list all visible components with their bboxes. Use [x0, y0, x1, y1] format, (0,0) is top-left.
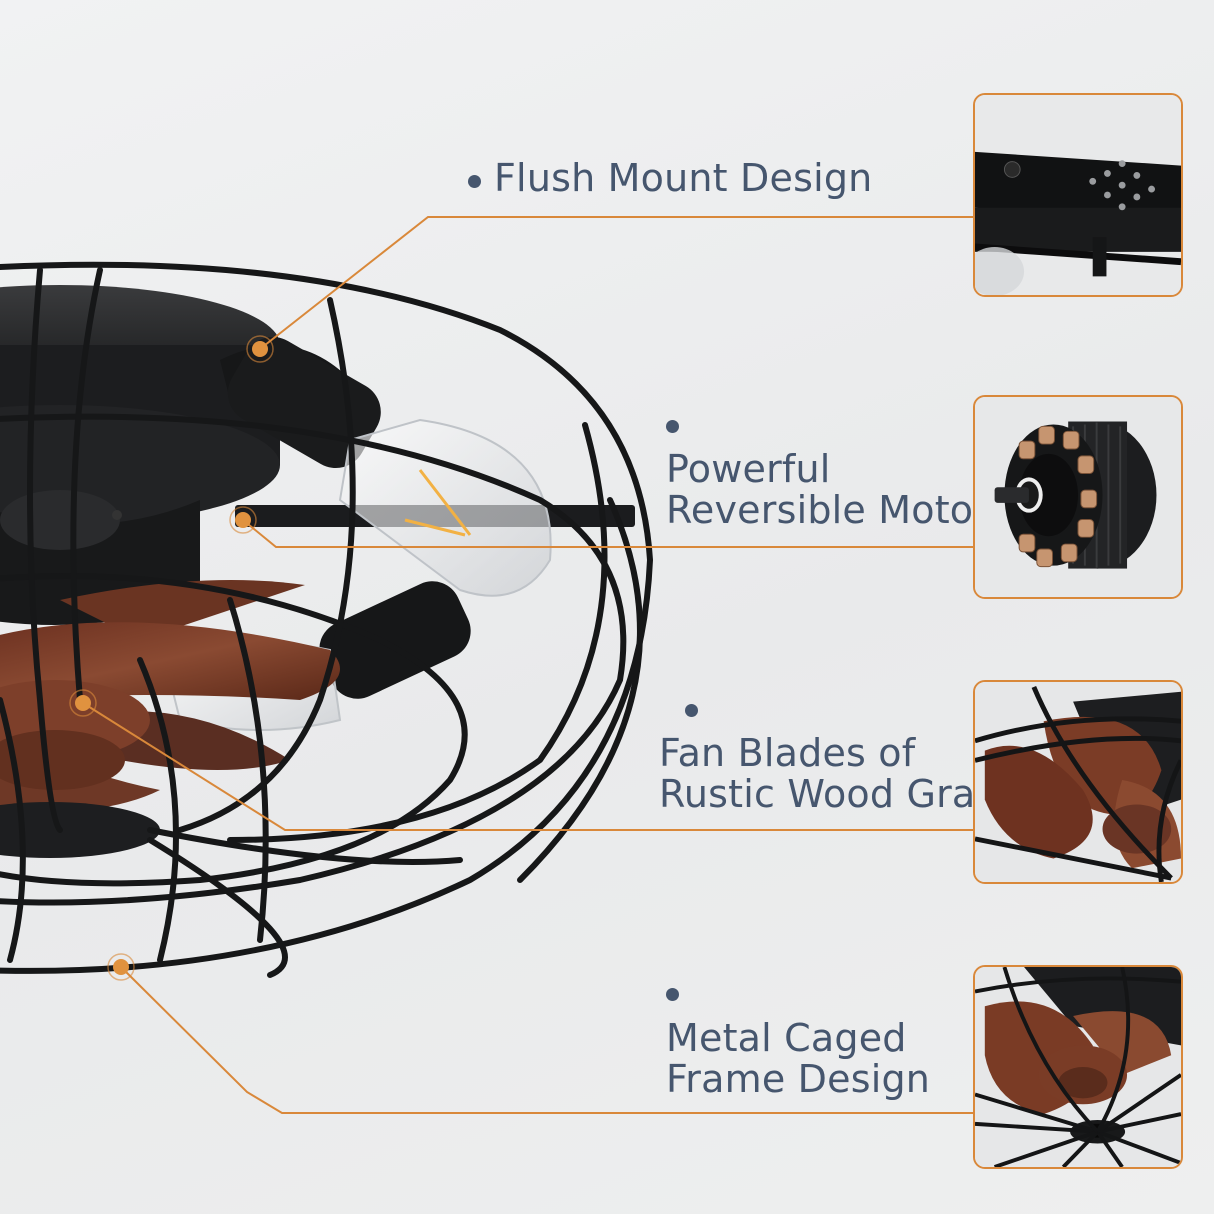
- feature-label-motor: Powerful Reversible Motor: [666, 449, 989, 531]
- thumbnail-motor: [973, 395, 1183, 599]
- callout-leaders: [82, 216, 973, 1114]
- feature-label-flush-mount: Flush Mount Design: [494, 158, 872, 199]
- feature-label-line: Reversible Motor: [666, 488, 990, 532]
- thumbnail-cage: [973, 965, 1183, 1169]
- metal-cage: [0, 261, 654, 978]
- feature-label-line: Rustic Wood Grain: [659, 772, 1011, 816]
- feature-bullet-blades: [685, 704, 698, 717]
- feature-label-line: Fan Blades of: [659, 731, 916, 775]
- feature-bullet-cage: [666, 988, 679, 1001]
- feature-bullet-motor: [666, 420, 679, 433]
- bottom-cap: [0, 802, 160, 858]
- thumbnail-blades: [973, 680, 1183, 884]
- feature-label-line: Frame Design: [666, 1057, 931, 1101]
- callout-dots: [69, 335, 274, 981]
- feature-label-line: Metal Caged: [666, 1016, 907, 1060]
- thumbnail-flush-mount: [973, 93, 1183, 297]
- feature-label-line: Flush Mount Design: [494, 156, 873, 200]
- feature-label-blades: Fan Blades of Rustic Wood Grain: [659, 733, 1010, 815]
- feature-label-line: Powerful: [666, 447, 831, 491]
- feature-bullet-flush-mount: [468, 175, 481, 188]
- feature-label-cage: Metal Caged Frame Design: [666, 1018, 930, 1100]
